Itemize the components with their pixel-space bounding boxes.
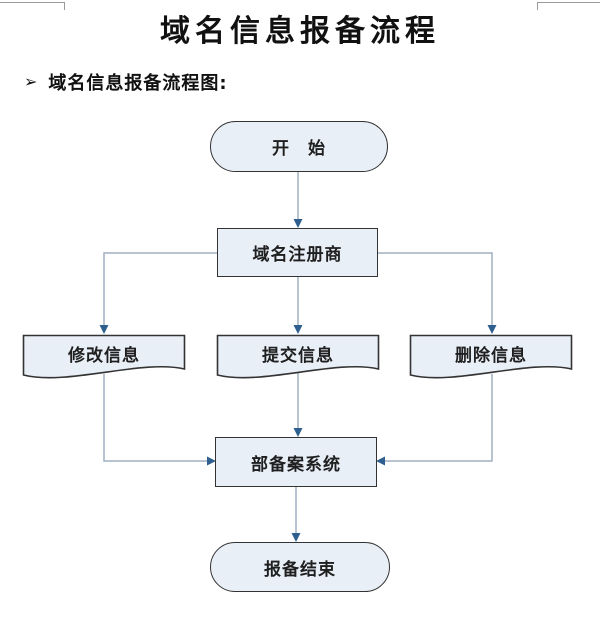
flowchart-node-end-label: 报备结束 [264, 559, 336, 580]
flowchart-node-start-label: 开 始 [272, 139, 326, 159]
arrowhead-down-end [291, 533, 301, 542]
arrowhead-down-registrar [293, 219, 303, 228]
flowchart-node-registrar: 域名注册商 [217, 228, 378, 277]
flowchart-node-submit-label: 提交信息 [262, 346, 334, 366]
flowchart-node-filing-system-label: 部备案系统 [251, 454, 341, 475]
flowchart-node-delete: 删除信息 [409, 334, 573, 386]
flowchart-node-submit: 提交信息 [216, 334, 380, 386]
flowchart-node-modify: 修改信息 [22, 334, 186, 386]
flowchart-node-delete-label: 删除信息 [455, 346, 527, 366]
flowchart-node-registrar-label: 域名注册商 [252, 245, 343, 265]
connector-registrar-delete [378, 252, 493, 327]
connector-delete-filing [385, 374, 493, 462]
document-shape-icon [409, 334, 573, 379]
arrowhead-down-delete [487, 325, 497, 334]
flowchart-node-end: 报备结束 [210, 542, 390, 592]
table-border-artifact-right [537, 2, 600, 10]
arrow-bullet-icon: ➢ [24, 72, 38, 91]
section-heading: ➢ 域名信息报备流程图: [24, 69, 228, 95]
flowchart-node-modify-label: 修改信息 [68, 346, 140, 366]
section-heading-text: 域名信息报备流程图: [48, 73, 228, 94]
table-border-artifact-left [0, 2, 65, 10]
document-shape-icon [216, 334, 380, 379]
arrowhead-left-filing [376, 456, 385, 466]
arrowhead-right-filing [207, 456, 216, 466]
document-shape-icon [22, 334, 186, 379]
arrowhead-down-filing [293, 428, 303, 437]
connector-modify-filing [103, 374, 207, 462]
arrowhead-down-submit [293, 325, 303, 334]
arrowhead-down-modify [99, 325, 109, 334]
flowchart-node-start: 开 始 [210, 121, 388, 172]
page-title: 域名信息报备流程 [160, 14, 440, 49]
flowchart-node-filing-system: 部备案系统 [215, 437, 377, 487]
connector-registrar-modify [103, 252, 217, 327]
